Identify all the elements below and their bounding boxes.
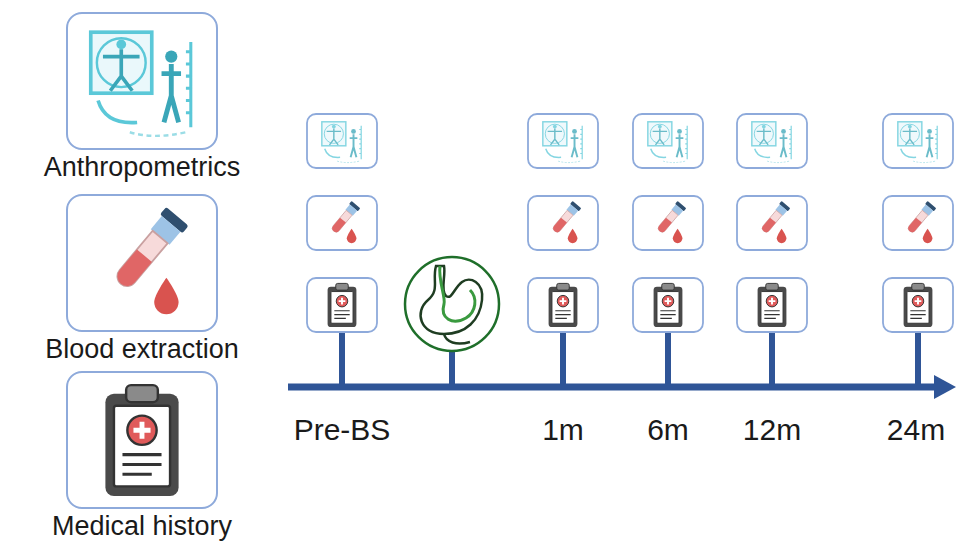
blood-icon-box — [66, 194, 218, 332]
legend-item: Anthropometrics — [36, 12, 249, 185]
tick — [449, 350, 455, 385]
tick — [560, 333, 566, 385]
tick — [769, 333, 775, 385]
history-icon-box — [66, 371, 218, 509]
time-point-label: 24m — [885, 413, 947, 447]
legend-item: Blood extraction — [37, 194, 247, 367]
icon — [78, 202, 206, 324]
surgery-icon — [405, 257, 499, 351]
time-axis — [288, 384, 938, 391]
visit-stack — [528, 114, 598, 332]
item-label: Blood extraction — [37, 332, 247, 367]
icon — [78, 20, 206, 142]
legend-item: Medical history — [44, 371, 240, 543]
icon — [78, 379, 206, 501]
visit-stack — [633, 114, 703, 332]
axis-arrowhead — [934, 375, 956, 399]
visit-stack — [883, 114, 953, 332]
tick — [339, 333, 345, 385]
item-label: Anthropometrics — [36, 150, 249, 185]
measure-icon-box — [66, 12, 218, 150]
time-point-label: 6m — [645, 413, 691, 447]
tick — [665, 333, 671, 385]
tick — [915, 333, 921, 385]
visit-stack — [307, 114, 377, 332]
time-point-label: Pre-BS — [292, 413, 393, 447]
time-point-label: 1m — [540, 413, 586, 447]
time-point-label: 12m — [741, 413, 803, 447]
item-label: Medical history — [44, 509, 240, 543]
visit-stack — [737, 114, 807, 332]
